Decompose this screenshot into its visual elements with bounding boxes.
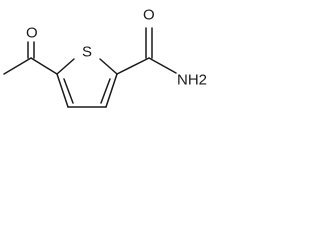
bond-methyl-carbonyl bbox=[3, 57, 32, 75]
amide-nitrogen-atom-label: NH2 bbox=[177, 72, 207, 89]
chemical-structure-diagram: S O O NH2 bbox=[3, 7, 207, 108]
bond-amide-nitrogen bbox=[148, 57, 177, 74]
bond-ring-c4-c5-inner bbox=[63, 78, 74, 104]
bond-carbonyl-ring bbox=[30, 57, 58, 75]
sulfur-atom-label: S bbox=[82, 44, 92, 61]
bond-ring-c2-c3 bbox=[105, 73, 118, 108]
ketone-oxygen-atom-label: O bbox=[26, 25, 38, 42]
bond-ring-c4-c5 bbox=[56, 73, 69, 108]
bond-ring-amide-carbon bbox=[116, 57, 150, 75]
bond-ring-c2-c3-inner bbox=[100, 78, 111, 104]
bond-ring-s-c2 bbox=[99, 58, 118, 75]
bond-ring-c5-s bbox=[56, 58, 75, 75]
amide-oxygen-atom-label: O bbox=[143, 7, 155, 24]
